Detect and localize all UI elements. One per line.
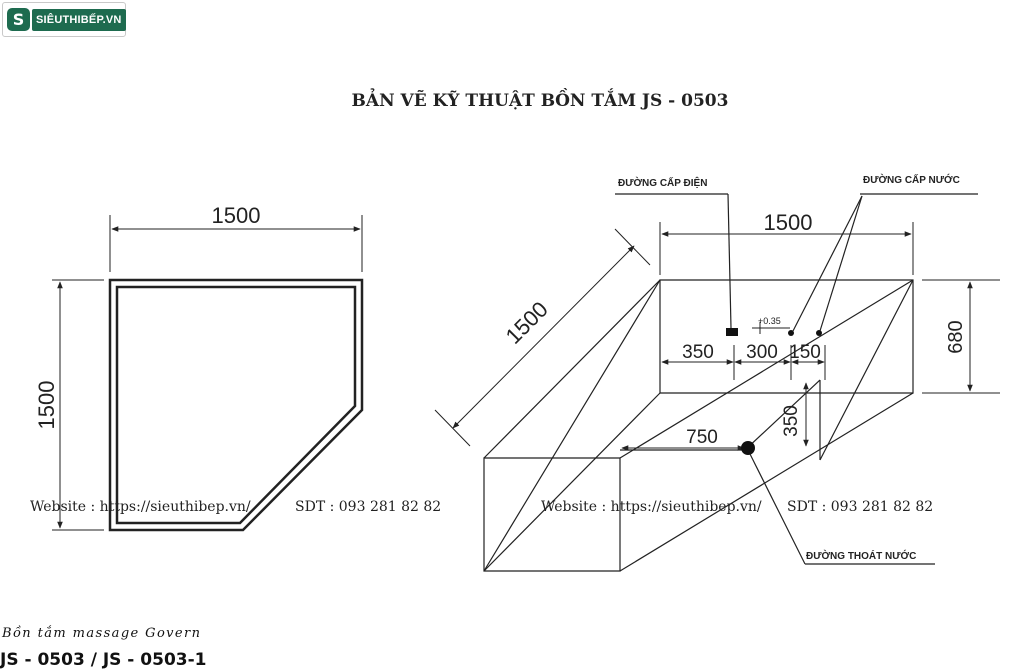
watermark-website: Website : https://sieuthibep.vn/ [30, 499, 251, 515]
electric-connector-icon [726, 328, 738, 336]
iso-height-dimension [922, 279, 1000, 394]
site-logo[interactable]: S SIÊUTHIBẾP.VN [2, 2, 126, 37]
dim-350-label: 350 [682, 342, 714, 363]
drain-point-icon [741, 441, 755, 455]
dim-150-label: 150 [789, 342, 821, 363]
dim-small-label: +0.35 [758, 316, 781, 326]
iso-top-width-dimension [659, 222, 914, 275]
plan-width-label: 1500 [212, 203, 261, 228]
dim-350-vertical-label: 350 [781, 405, 802, 437]
watermark-phone: SDT : 093 281 82 82 [295, 499, 441, 515]
watermark-website: Website : https://sieuthibep.vn/ [541, 499, 762, 515]
iso-view [483, 279, 914, 572]
iso-height-label: 680 [945, 320, 967, 353]
logo-text: SIÊUTHIBẾP.VN [32, 9, 126, 31]
product-subtitle: Bồn tắm massage Govern [2, 626, 202, 641]
leader-lines [615, 193, 978, 565]
plan-view [52, 215, 364, 532]
logo-icon: S [7, 8, 30, 31]
water-supply-point-icon [816, 330, 822, 336]
iso-small-dimensions [661, 322, 826, 380]
watermark-phone: SDT : 093 281 82 82 [787, 499, 933, 515]
iso-diagonal-label: 1500 [501, 297, 553, 349]
plan-height-label: 1500 [34, 381, 59, 430]
dim-750-label: 750 [686, 427, 718, 448]
electric-line-label: ĐƯỜNG CẤP ĐIỆN [618, 176, 707, 189]
water-supply-label: ĐƯỜNG CẤP NƯỚC [863, 173, 960, 186]
iso-back-face [659, 279, 914, 394]
water-supply-point-icon [788, 330, 794, 336]
dim-300-label: 300 [746, 342, 778, 363]
drain-label: ĐƯỜNG THOÁT NƯỚC [806, 549, 916, 562]
iso-top-width-label: 1500 [764, 210, 813, 235]
product-models: JS - 0503 / JS - 0503-1 [0, 650, 207, 670]
plan-inner-outline [115, 285, 357, 525]
iso-diagonal-dimension [434, 228, 651, 447]
drawing-title: BẢN VẼ KỸ THUẬT BỒN TẮM JS - 0503 [352, 88, 729, 111]
plan-outer-outline [108, 278, 364, 532]
